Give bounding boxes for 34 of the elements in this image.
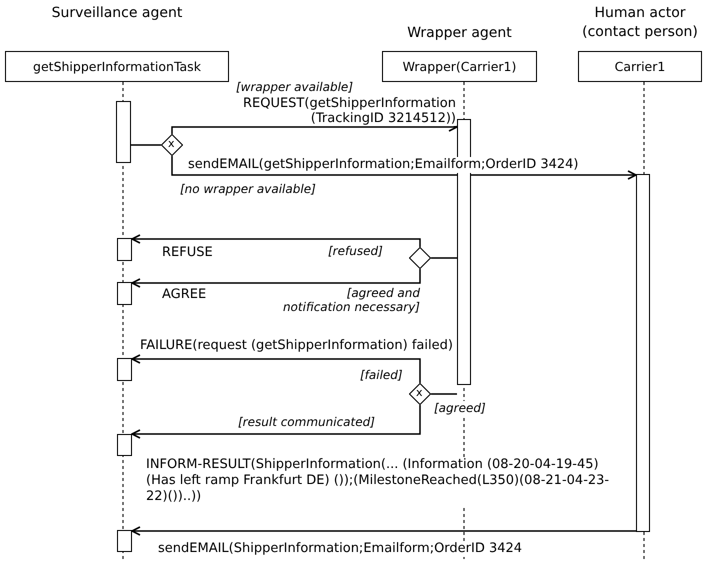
guard-condition: [failed] [360, 368, 403, 382]
guard-condition: [no wrapper available] [180, 182, 316, 196]
activation-bar [117, 434, 132, 456]
message-arrow [131, 269, 421, 288]
lifeline-heading: Human actor (contact person) [581, 4, 699, 42]
message-arrow [131, 354, 421, 383]
message-label: sendEMAIL(ShipperInformation;Emailform;OrderID 3424 [158, 541, 522, 557]
activation-bar [117, 358, 132, 381]
object-box: Wrapper(Carrier1) [382, 51, 537, 82]
message-label: FAILURE(request (getShipperInformation) failed) [140, 338, 453, 354]
xor-mark: x [416, 387, 423, 399]
object-box: getShipperInformationTask [5, 51, 229, 82]
guard-condition: [agreed] [434, 401, 486, 415]
object-box: Carrier1 [578, 51, 702, 82]
guard-condition: [result communicated] [238, 415, 375, 429]
message-arrow [131, 405, 421, 439]
lifeline-heading: Surveillance agent [50, 4, 184, 23]
activation-bar [117, 238, 132, 261]
xor-decision-diamond [409, 383, 431, 405]
activation-bar [117, 530, 132, 552]
activation-bar [117, 282, 132, 305]
guard-condition: [refused] [328, 244, 383, 258]
decision-diamond [409, 247, 431, 269]
activation-bar [636, 174, 650, 532]
xor-decision-diamond [161, 134, 183, 156]
guard-condition: [agreed and notification necessary] [280, 286, 420, 314]
message-arrow [131, 526, 636, 536]
message-arrow [171, 156, 637, 180]
lifeline-heading: Wrapper agent [406, 24, 513, 43]
message-label: sendEMAIL(getShipperInformation;Emailform;OrderID 3424) [188, 157, 578, 173]
activation-bar [116, 101, 131, 163]
guard-condition: [wrapper available] [236, 80, 353, 94]
xor-mark: x [168, 138, 175, 150]
message-arrow [131, 234, 421, 247]
